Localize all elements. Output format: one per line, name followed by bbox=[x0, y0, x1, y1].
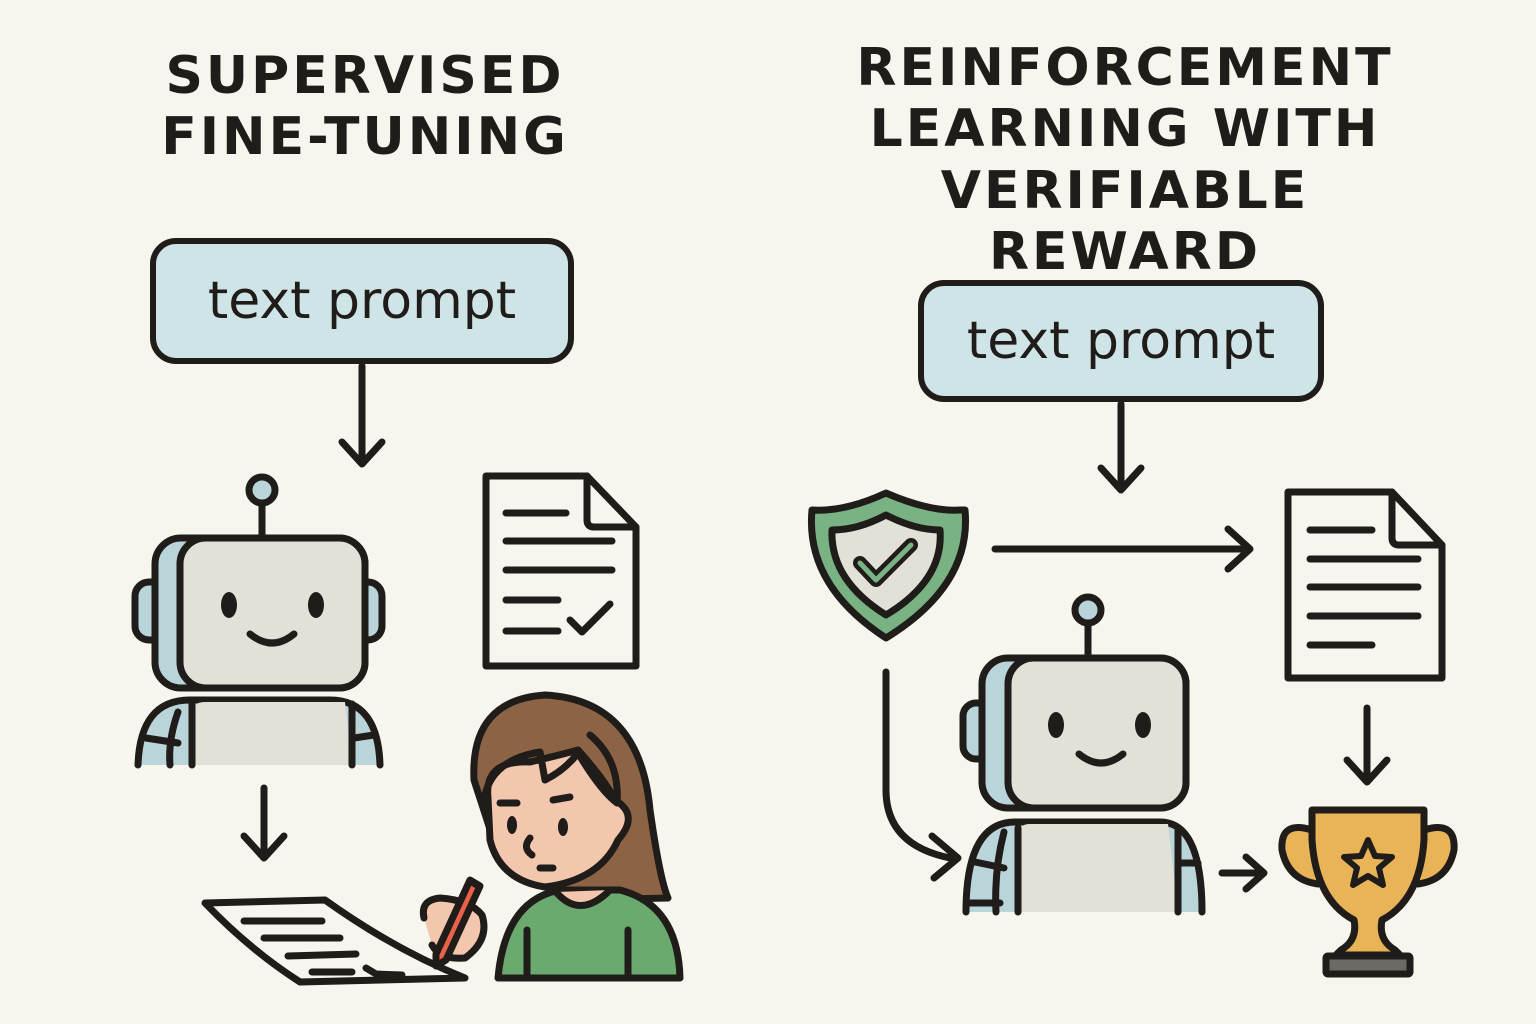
arrow-robot-to-sheet-icon bbox=[240, 784, 288, 862]
sft-prompt-label: text prompt bbox=[207, 271, 517, 331]
rlvr-text-prompt-box: text prompt bbox=[918, 280, 1324, 402]
generated-document-icon bbox=[1284, 488, 1446, 682]
arrow-shield-to-robot-icon bbox=[882, 668, 962, 882]
trophy-reward-icon bbox=[1278, 806, 1458, 978]
arrow-prompt-down-icon bbox=[1097, 400, 1145, 494]
reference-document-check-icon bbox=[482, 472, 640, 670]
annotated-response-sheet-icon bbox=[201, 896, 469, 986]
arrow-document-to-trophy-icon bbox=[1343, 704, 1391, 786]
human-annotator-icon bbox=[419, 691, 684, 982]
sft-text-prompt-box: text prompt bbox=[150, 238, 574, 364]
arrow-shield-to-document-icon bbox=[991, 525, 1254, 573]
verifier-shield-check-icon bbox=[807, 489, 970, 642]
robot-left-icon bbox=[131, 473, 386, 769]
arrow-prompt-to-robot-icon bbox=[338, 362, 386, 468]
arrow-robot-to-trophy-icon bbox=[1218, 853, 1268, 893]
rlvr-title: REINFORCEMENT LEARNING WITH VERIFIABLE R… bbox=[856, 38, 1394, 283]
sft-title: SUPERVISED FINE-TUNING bbox=[161, 46, 569, 168]
robot-right-icon bbox=[959, 593, 1206, 916]
rlvr-prompt-label: text prompt bbox=[966, 311, 1276, 371]
